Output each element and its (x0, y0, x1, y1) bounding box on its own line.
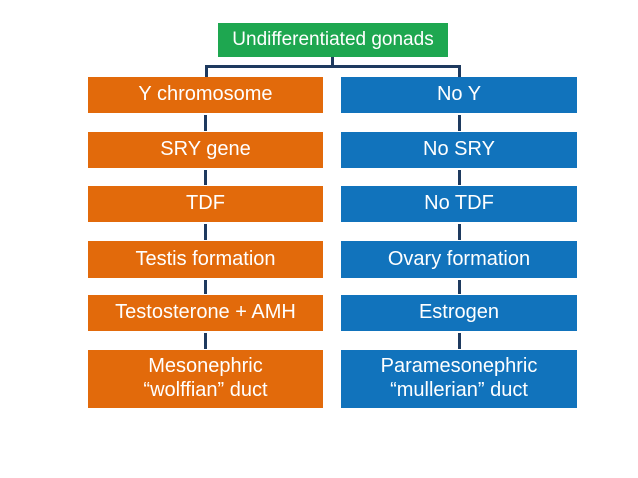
node-no-y: No Y (341, 77, 577, 113)
node-no-tdf: No TDF (341, 186, 577, 222)
connector-right-branch (458, 66, 461, 78)
node-estrogen: Estrogen (341, 295, 577, 331)
node-testosterone-amh: Testosterone + AMH (88, 295, 323, 331)
node-mesonephric-duct: Mesonephric “wolffian” duct (88, 350, 323, 408)
connector-left-tick-1 (204, 115, 207, 131)
node-testis-formation: Testis formation (88, 241, 323, 278)
connector-root-stem (331, 57, 334, 66)
connector-right-tick-1 (458, 115, 461, 131)
connector-right-tick-3 (458, 224, 461, 240)
node-no-sry: No SRY (341, 132, 577, 168)
connector-right-tick-4 (458, 280, 461, 294)
connector-branch-bar (205, 65, 461, 68)
connector-right-tick-5 (458, 333, 461, 349)
node-tdf: TDF (88, 186, 323, 222)
connector-left-tick-4 (204, 280, 207, 294)
connector-left-tick-3 (204, 224, 207, 240)
connector-right-tick-2 (458, 170, 461, 185)
node-undifferentiated-gonads: Undifferentiated gonads (218, 23, 448, 57)
connector-left-tick-2 (204, 170, 207, 185)
connector-left-branch (205, 66, 208, 78)
connector-left-tick-5 (204, 333, 207, 349)
node-paramesonephric-duct: Paramesonephric “mullerian” duct (341, 350, 577, 408)
node-ovary-formation: Ovary formation (341, 241, 577, 278)
node-y-chromosome: Y chromosome (88, 77, 323, 113)
node-sry-gene: SRY gene (88, 132, 323, 168)
